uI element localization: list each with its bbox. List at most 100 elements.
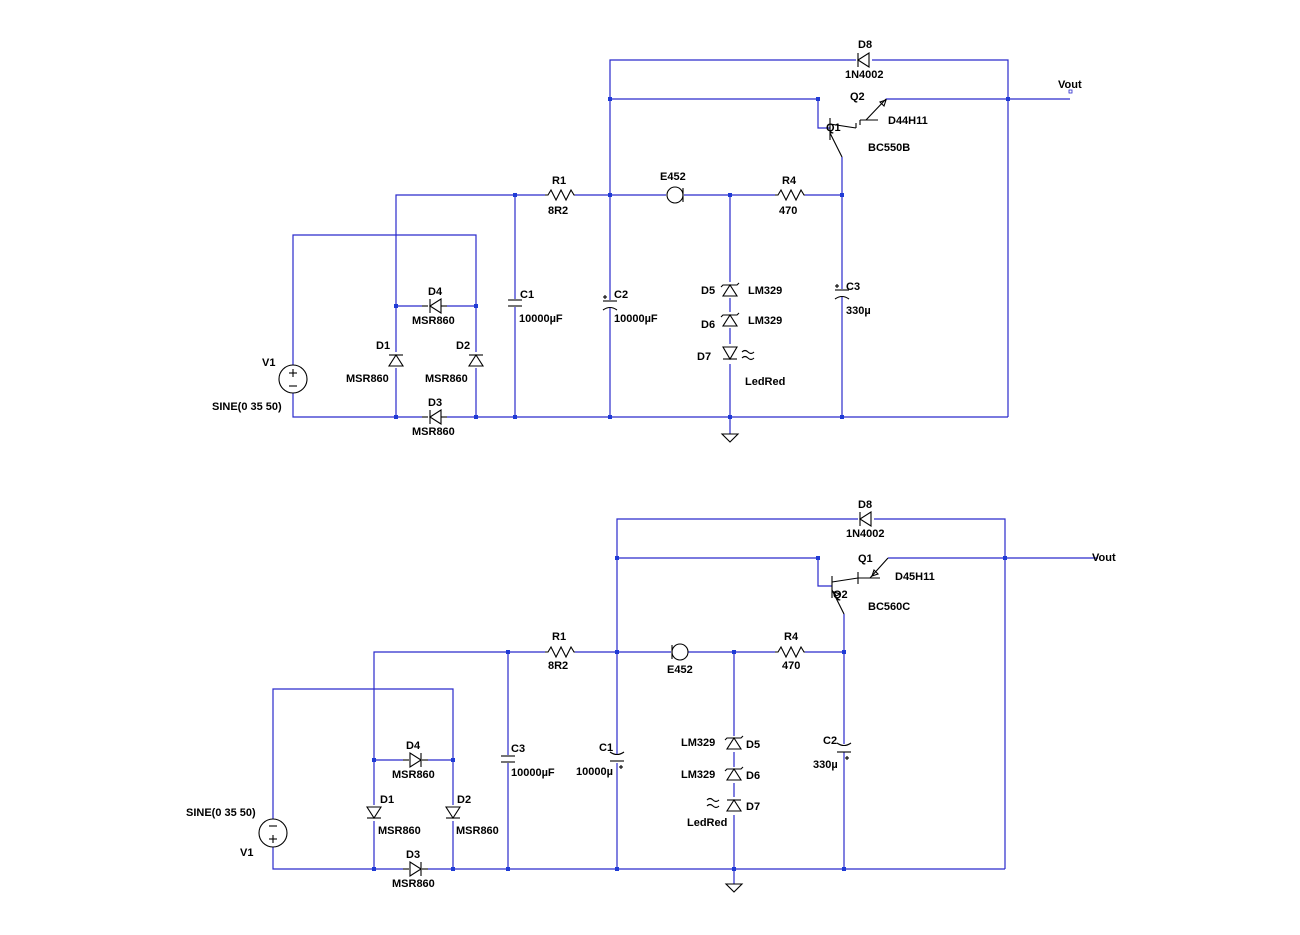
top-d3-name: D3 [428, 397, 442, 409]
bottom-c1-capacitor[interactable] [609, 751, 625, 769]
bottom-vout-label: Vout [1092, 552, 1116, 564]
bottom-d1-model: MSR860 [378, 825, 421, 837]
bottom-r4-value: 470 [782, 660, 800, 672]
top-d1-name: D1 [376, 340, 390, 352]
top-q1-transistor[interactable] [829, 118, 857, 158]
top-c1-capacitor[interactable] [508, 299, 522, 307]
top-labels: V1 SINE(0 35 50) D1 MSR860 D2 MSR860 D3 … [212, 39, 1082, 438]
top-d7-model: LedRed [745, 376, 785, 388]
top-d7-led[interactable] [722, 344, 755, 364]
top-c2-capacitor[interactable] [602, 295, 618, 311]
bottom-q1-transistor[interactable] [857, 557, 889, 584]
top-r4-name: R4 [782, 175, 797, 187]
top-v1-value: SINE(0 35 50) [212, 401, 282, 413]
top-d6-zener[interactable] [720, 312, 740, 328]
top-d1-model: MSR860 [346, 373, 389, 385]
bottom-d3-name: D3 [406, 849, 420, 861]
bottom-d5-zener[interactable] [724, 735, 744, 752]
bottom-r4-name: R4 [784, 631, 799, 643]
bottom-d8-model: 1N4002 [846, 528, 885, 540]
top-q2-transistor[interactable] [859, 98, 887, 125]
top-d6-model: LM329 [748, 315, 782, 327]
bottom-r1-name: R1 [552, 631, 566, 643]
bottom-d4-diode[interactable] [403, 751, 428, 769]
bottom-d5-model: LM329 [681, 737, 715, 749]
bottom-d7-model: LedRed [687, 817, 727, 829]
top-e452-current-diode[interactable] [666, 186, 684, 204]
bottom-c3-name: C3 [511, 743, 525, 755]
top-d8-diode[interactable] [856, 51, 872, 69]
bottom-d1-diode[interactable] [365, 805, 383, 821]
top-d2-diode[interactable] [467, 352, 485, 368]
bottom-components [258, 510, 889, 893]
bottom-d4-model: MSR860 [392, 769, 435, 781]
bottom-q2-name: Q2 [833, 589, 848, 601]
top-c2-value: 10000µF [614, 313, 658, 325]
bottom-d6-zener[interactable] [724, 766, 744, 783]
top-junctions [394, 97, 1010, 419]
top-schematic: V1 SINE(0 35 50) D1 MSR860 D2 MSR860 D3 … [212, 39, 1082, 443]
bottom-ground-symbol [724, 883, 744, 893]
top-vout-label: Vout [1058, 79, 1082, 91]
bottom-e452-name: E452 [667, 664, 693, 676]
bottom-v1-value: SINE(0 35 50) [186, 807, 256, 819]
bottom-q2-transistor[interactable] [831, 576, 859, 615]
bottom-c3-capacitor[interactable] [501, 755, 515, 763]
top-d4-name: D4 [428, 286, 443, 298]
top-c3-value: 330µ [846, 305, 871, 317]
top-q1-model: BC550B [868, 142, 910, 154]
bottom-c2-name: C2 [823, 735, 837, 747]
bottom-d4-name: D4 [406, 740, 421, 752]
top-v1-source[interactable] [278, 364, 308, 394]
bottom-r1-value: 8R2 [548, 660, 568, 672]
bottom-junctions [372, 556, 1007, 871]
bottom-d1-name: D1 [380, 794, 394, 806]
top-wires [292, 59, 1070, 434]
top-d8-model: 1N4002 [845, 69, 884, 81]
top-q2-model: D44H11 [888, 115, 928, 127]
top-d5-model: LM329 [748, 285, 782, 297]
top-c1-value: 10000µF [519, 313, 563, 325]
top-q2-name: Q2 [850, 91, 865, 103]
top-components [278, 51, 1073, 443]
bottom-d5-name: D5 [746, 739, 760, 751]
bottom-d3-model: MSR860 [392, 878, 435, 890]
bottom-d2-model: MSR860 [456, 825, 499, 837]
bottom-d2-diode[interactable] [444, 805, 462, 821]
top-ground-symbol [720, 433, 740, 443]
top-c1-name: C1 [520, 289, 534, 301]
bottom-labels: SINE(0 35 50) V1 D1 MSR860 D2 MSR860 D3 … [186, 499, 1116, 890]
bottom-c2-value: 330µ [813, 759, 838, 771]
bottom-c1-name: C1 [599, 742, 613, 754]
top-d4-diode[interactable] [422, 297, 447, 315]
bottom-d8-diode[interactable] [858, 510, 874, 528]
top-c3-name: C3 [846, 281, 860, 293]
bottom-d7-name: D7 [746, 801, 760, 813]
bottom-e452-current-diode[interactable] [671, 643, 689, 661]
top-vout-port[interactable] [1068, 89, 1073, 94]
bottom-q2-model: BC560C [868, 601, 910, 613]
top-d8-name: D8 [858, 39, 872, 51]
bottom-wires [272, 518, 1098, 884]
bottom-d7-led[interactable] [706, 797, 743, 815]
bottom-r4-resistor[interactable] [775, 645, 805, 659]
bottom-d3-diode[interactable] [403, 860, 428, 878]
bottom-r1-resistor[interactable] [545, 645, 575, 659]
top-c2-name: C2 [614, 289, 628, 301]
bottom-v1-source[interactable] [258, 818, 288, 848]
top-d5-zener[interactable] [720, 282, 740, 298]
bottom-d2-name: D2 [457, 794, 471, 806]
top-d3-diode[interactable] [422, 408, 447, 426]
top-d7-name: D7 [697, 351, 711, 363]
top-c3-capacitor[interactable] [834, 284, 850, 300]
top-d3-model: MSR860 [412, 426, 455, 438]
top-d1-diode[interactable] [387, 352, 405, 368]
top-v1-name: V1 [262, 357, 275, 369]
top-q1-name: Q1 [826, 122, 841, 134]
top-r1-resistor[interactable] [545, 188, 575, 202]
top-r4-resistor[interactable] [775, 188, 805, 202]
bottom-c2-capacitor[interactable] [836, 742, 852, 760]
bottom-v1-name: V1 [240, 847, 253, 859]
top-r1-name: R1 [552, 175, 566, 187]
